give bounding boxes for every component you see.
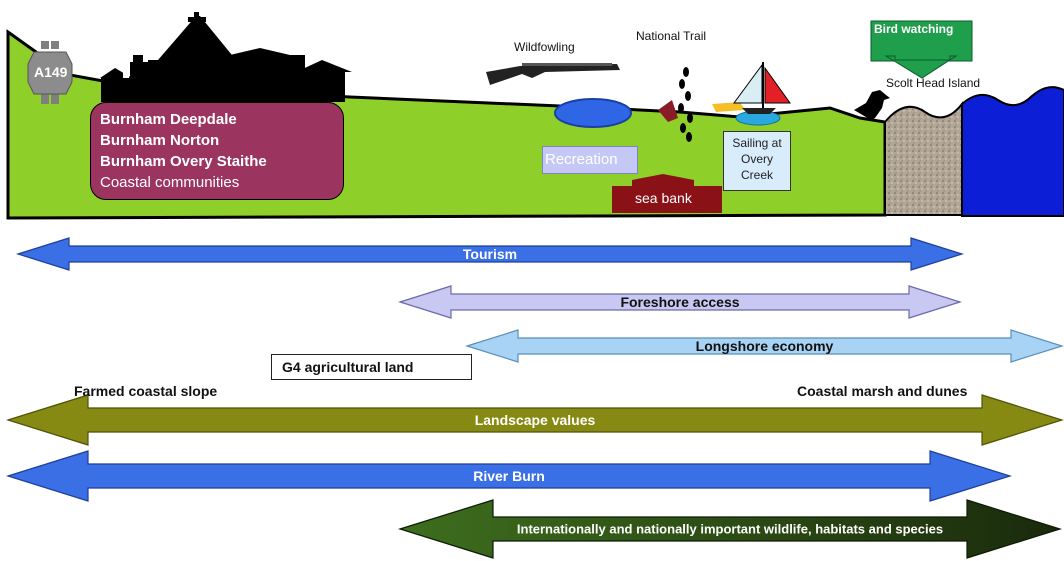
coastal-marsh-dunes-label: Coastal marsh and dunes: [797, 383, 968, 399]
community-overy-staithe: Burnham Overy Staithe: [100, 153, 267, 170]
footprints-icon: [678, 67, 693, 142]
river-arrow: [5, 450, 1013, 502]
community-norton: Burnham Norton: [100, 132, 220, 149]
communities-caption: Coastal communities: [100, 174, 240, 191]
coastal-communities-box: Burnham Deepdale Burnham Norton Burnham …: [90, 102, 344, 200]
village-silhouette-icon: [100, 12, 352, 102]
sea: [961, 86, 1064, 217]
bird-icon: [854, 90, 890, 120]
longshore-arrow-label: Longshore economy: [696, 338, 834, 354]
river-arrow-label: River Burn: [473, 468, 545, 484]
farmed-coastal-slope-label: Farmed coastal slope: [74, 383, 218, 399]
scolt-head-label: Scolt Head Island: [886, 76, 981, 90]
landscape-arrow-label: Landscape values: [475, 412, 596, 428]
national-trail-label: National Trail: [636, 29, 707, 43]
sailing-box: Sailing at Overy Creek: [723, 131, 791, 191]
bird-watching-sign: [870, 20, 973, 79]
shotgun-icon: [486, 63, 620, 85]
tourism-arrow-label: Tourism: [463, 246, 517, 262]
a149-road-label: A149: [34, 64, 68, 80]
a149-road-sign: [27, 41, 73, 104]
sandbar: [712, 102, 745, 112]
sailboat-icon: [733, 62, 791, 126]
longshore-arrow: [464, 329, 1064, 363]
recreation-box: Recreation: [542, 146, 638, 174]
recreation-lake: [554, 98, 632, 128]
tourism-arrow: [15, 237, 965, 271]
wildlife-arrow-label: Internationally and nationally important…: [517, 522, 943, 537]
shingle-bank: [884, 101, 963, 216]
foreshore-arrow-label: Foreshore access: [620, 294, 739, 310]
landscape-arrow: [5, 394, 1064, 446]
sea-bank-sign: [612, 174, 722, 213]
foreshore-arrow: [397, 285, 963, 319]
bird-watching-label: Bird watching: [874, 22, 954, 36]
g4-agricultural-land-box: G4 agricultural land: [271, 354, 472, 380]
sea-bank-label: sea bank: [635, 190, 692, 206]
creek-mouth: [658, 100, 678, 122]
wildfowling-label: Wildfowling: [514, 40, 575, 54]
wildlife-arrow: [397, 499, 1063, 559]
community-deepdale: Burnham Deepdale: [100, 111, 237, 128]
